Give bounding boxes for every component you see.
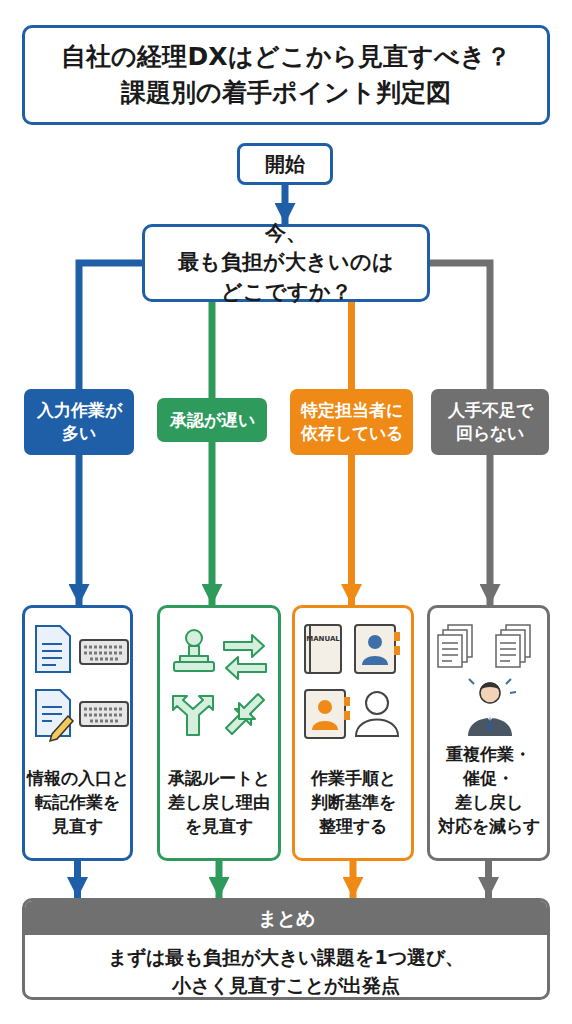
start-box: 開始 <box>237 143 333 185</box>
flow-arrow <box>216 861 223 898</box>
branch-label: 特定担当者に 依存している <box>290 389 413 455</box>
branch-label: 人手不足で 回らない <box>431 389 549 455</box>
flow-arrow <box>350 861 357 898</box>
summary-heading: まとめ <box>25 901 547 935</box>
title-box: 自社の経理DXはどこから見直すべき？ 課題別の着手ポイント判定図 <box>22 25 550 125</box>
question-box: 今、最も負担が大きいのは どこですか？ <box>142 224 430 302</box>
flow-arrow <box>79 263 142 389</box>
node-text: 重複作業・ 催促・ 差し戻し 対応を減らす <box>438 742 540 838</box>
action-box: 作業手順と 判断基準を 整理する <box>292 605 414 861</box>
flow-arrow <box>76 455 83 605</box>
node-text: 人手不足で 回らない <box>448 399 533 445</box>
action-box: 承認ルートと 差し戻し理由 を見直す <box>157 605 281 861</box>
action-box: 情報の入口と 転記作業を 見直す <box>22 605 133 861</box>
flow-arrow <box>487 455 494 605</box>
node-text: 開始 <box>265 151 305 178</box>
node-text: 情報の入口と 転記作業を 見直す <box>27 766 129 838</box>
flow-arrow <box>74 861 81 898</box>
flow-arrow <box>209 302 216 398</box>
flow-arrow <box>485 861 492 898</box>
flow-arrow <box>348 455 355 605</box>
summary-box: まとめまずは最も負担が大きい課題を1つ選び、 小さく見直すことが出発点 <box>22 898 550 1000</box>
node-text: 承認が遅い <box>170 409 255 432</box>
node-text: まずは最も負担が大きい課題を1つ選び、 小さく見直すことが出発点 <box>108 943 463 999</box>
node-text: 入力作業が 多い <box>37 399 122 445</box>
title-text: 自社の経理DXはどこから見直すべき？ 課題別の着手ポイント判定図 <box>61 39 510 112</box>
node-text: 特定担当者に 依存している <box>301 399 403 445</box>
branch-label: 承認が遅い <box>157 398 267 442</box>
flow-arrow <box>348 302 355 389</box>
branch-label: 入力作業が 多い <box>24 389 134 455</box>
icon-label: MANUAL <box>305 636 341 643</box>
node-text: 作業手順と 判断基準を 整理する <box>311 766 396 838</box>
node-text: 承認ルートと 差し戻し理由 を見直す <box>168 766 270 838</box>
flow-arrow <box>430 263 490 389</box>
flow-arrow <box>209 442 216 605</box>
action-box: 重複作業・ 催促・ 差し戻し 対応を減らす <box>427 605 550 861</box>
flow-arrow <box>282 185 289 224</box>
node-text: 今、最も負担が大きいのは どこですか？ <box>178 219 394 307</box>
